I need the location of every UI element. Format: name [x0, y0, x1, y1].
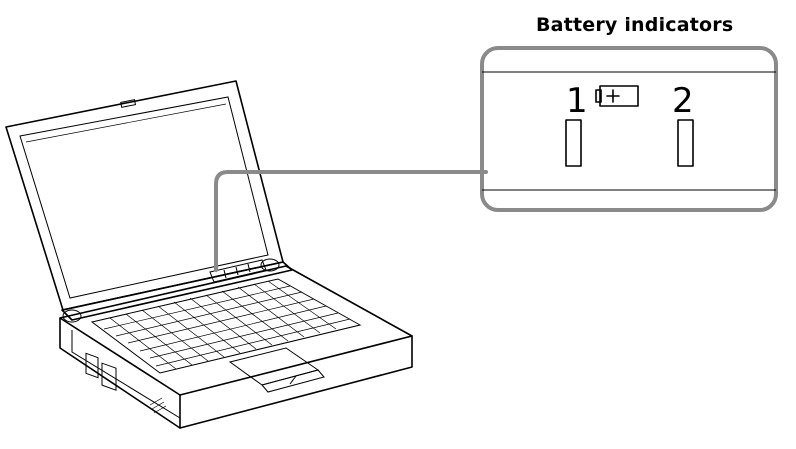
callout-leader-line: [214, 170, 488, 272]
laptop-indicator-strip: [209, 259, 267, 283]
laptop-illustration: [5, 80, 413, 429]
indicator-lamp-2: [677, 119, 694, 167]
indicator-label-1: 1: [566, 81, 588, 121]
laptop-base: [59, 265, 413, 429]
indicator-label-2: 2: [672, 81, 694, 121]
laptop-keyboard: [90, 278, 362, 374]
indicator-lamp-1: [565, 119, 582, 167]
battery-indicator-panel: 1 2: [480, 46, 778, 212]
battery-icon: [595, 85, 639, 107]
laptop-touchpad: [228, 347, 325, 393]
battery-indicators-caption: Battery indicators: [536, 14, 734, 36]
